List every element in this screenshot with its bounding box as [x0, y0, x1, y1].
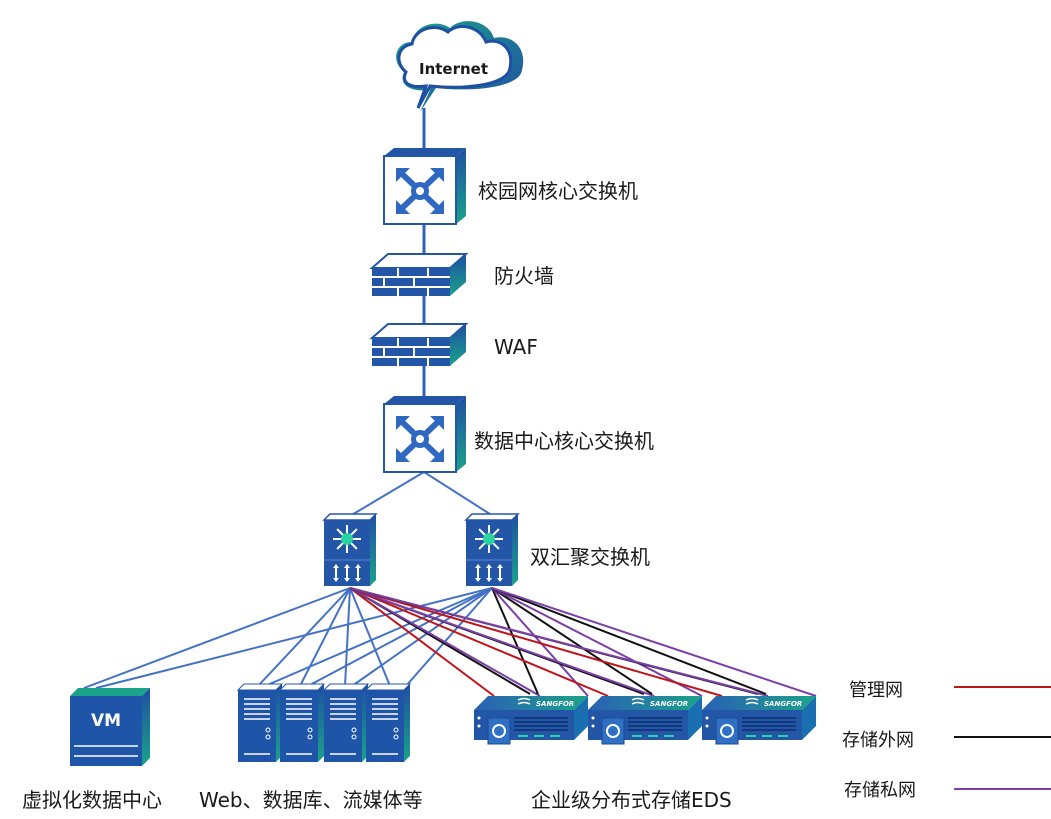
legend-label-storage-private: 存储私网	[844, 780, 916, 801]
vm-icon-text: VM	[91, 711, 121, 731]
servers-label: Web、数据库、流媒体等	[199, 788, 423, 812]
access-links	[83, 587, 817, 697]
link-server	[405, 587, 493, 687]
server-icon	[322, 683, 370, 762]
link-management	[349, 587, 723, 697]
legend-label-storage-external: 存储外网	[842, 730, 914, 751]
eds-storage-node-icon: SANGFOR	[474, 696, 588, 745]
server-icon	[364, 683, 412, 762]
link-server	[307, 587, 493, 687]
link-management	[349, 587, 495, 697]
link-server	[349, 587, 391, 687]
link-server	[344, 587, 351, 687]
server-icon	[236, 683, 284, 762]
link-storage-external	[491, 587, 653, 695]
link-storage-private	[491, 587, 817, 697]
link-storage-private	[491, 587, 703, 697]
campus-core-switch-icon	[383, 148, 466, 225]
vm-host-icon: VM	[70, 688, 150, 766]
eds-label: 企业级分布式存储EDS	[531, 788, 732, 812]
internet-cloud-icon	[396, 21, 524, 112]
firewall-label: 防火墙	[494, 264, 554, 288]
eds-brand-text: SANGFOR	[536, 700, 574, 708]
eds-brand-text: SANGFOR	[764, 700, 802, 708]
link-server	[257, 587, 351, 687]
link-storage-private	[491, 587, 589, 697]
internet-label: Internet	[419, 60, 489, 78]
eds-brand-text: SANGFOR	[650, 700, 688, 708]
legend-lines	[954, 686, 1051, 790]
link-storage-external	[491, 587, 767, 695]
link-storage-private	[349, 587, 769, 697]
aggregation-switch-icon	[464, 513, 520, 586]
waf-label: WAF	[494, 335, 538, 359]
link-storage-private	[349, 587, 541, 697]
legend-label-management: 管理网	[849, 680, 903, 701]
eds-storage-node-icon: SANGFOR	[588, 696, 702, 745]
link-server	[299, 587, 351, 687]
dc-core-switch-icon	[383, 396, 466, 473]
link-server	[264, 587, 493, 687]
server-rack-group	[236, 683, 412, 762]
vm-label: 虚拟化数据中心	[22, 788, 162, 812]
eds-storage-node-icon: SANGFOR	[702, 696, 816, 745]
link-storage-external	[491, 587, 539, 695]
aggregation-switch-label: 双汇聚交换机	[530, 545, 650, 569]
link-vm	[83, 587, 351, 689]
link-server	[351, 587, 493, 687]
link-management	[349, 587, 609, 697]
link-vm	[95, 587, 493, 689]
dc-core-switch-label: 数据中心核心交换机	[474, 429, 654, 453]
link-storage-private	[349, 587, 655, 697]
eds-storage-group: SANGFOR SANGFOR SANGFOR	[474, 696, 816, 745]
waf-icon	[369, 323, 469, 366]
firewall-icon	[369, 253, 469, 296]
campus-core-switch-label: 校园网核心交换机	[478, 179, 638, 203]
aggregation-switch-icon	[322, 513, 378, 586]
server-icon	[278, 683, 326, 762]
core-to-aggregation-links	[349, 471, 494, 517]
